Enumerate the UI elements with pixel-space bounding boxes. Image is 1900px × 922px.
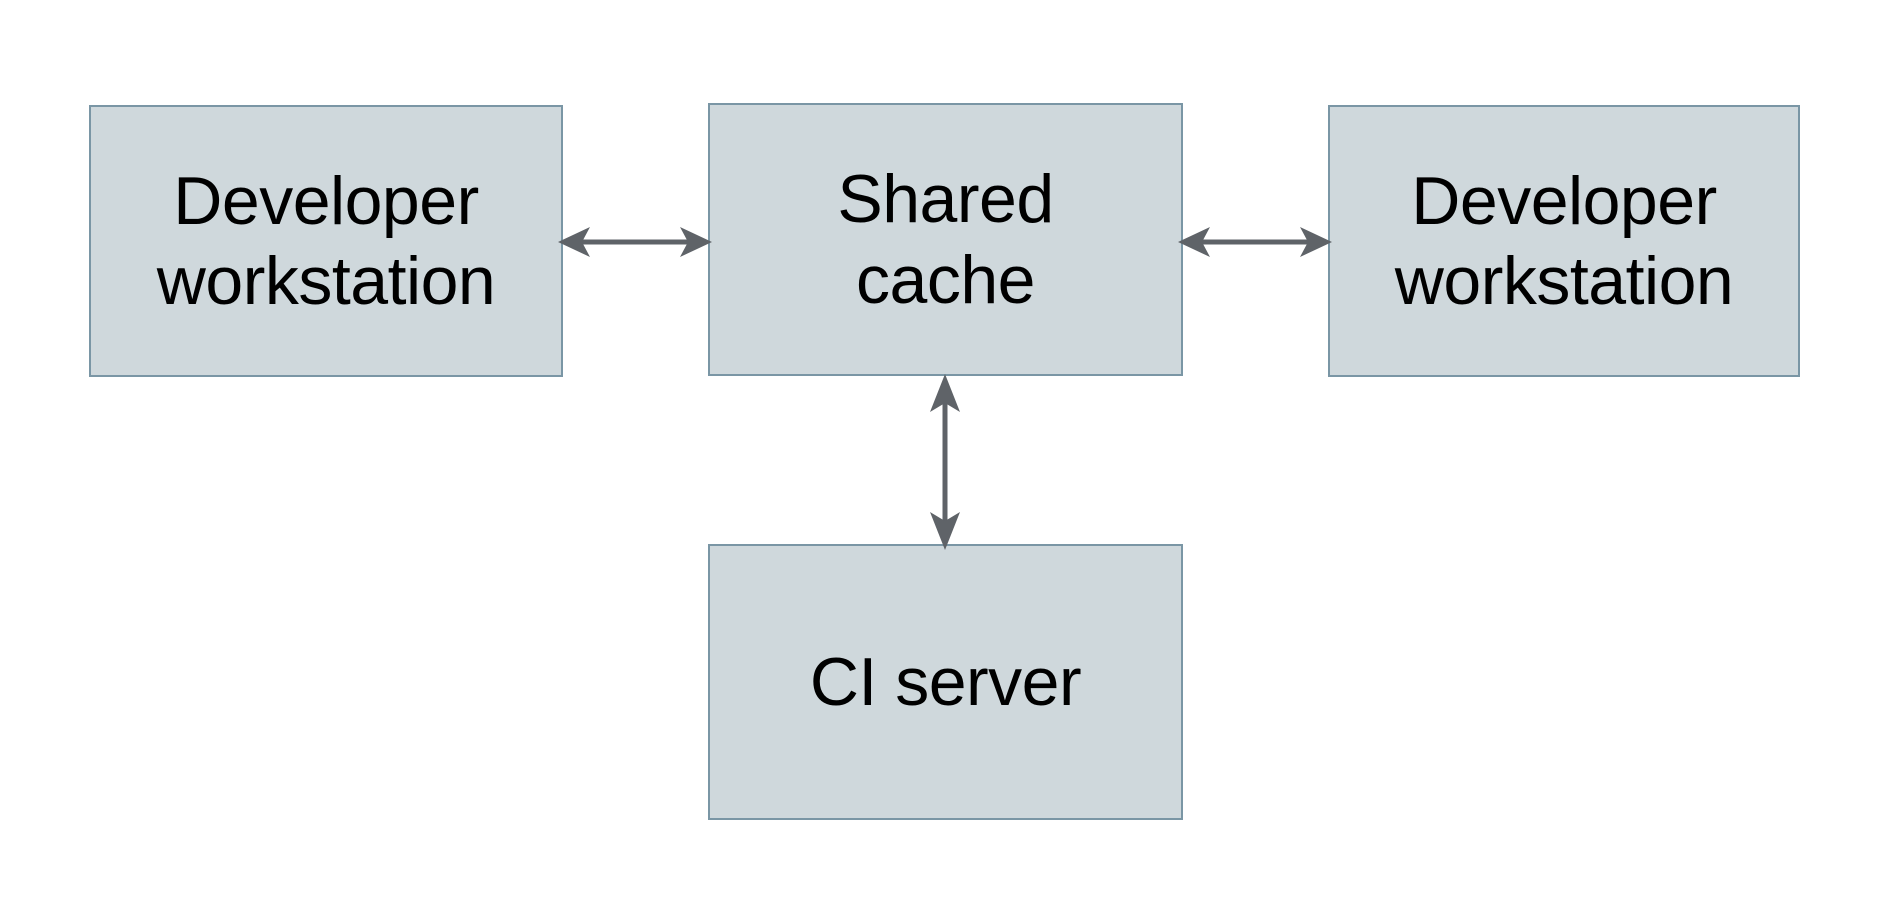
- double-arrow-vertical-icon: [930, 374, 960, 550]
- node-label: CI server: [809, 643, 1082, 720]
- node-label: Developer workstation: [1394, 162, 1734, 319]
- edge-ci-server-to-shared-cache: [916, 372, 974, 552]
- double-arrow-horizontal-icon: [558, 227, 712, 257]
- node-ci-server[interactable]: CI server: [708, 544, 1183, 820]
- node-shared-cache[interactable]: Shared cache: [708, 103, 1183, 376]
- node-developer-workstation-left[interactable]: Developer workstation: [89, 105, 563, 377]
- double-arrow-horizontal-icon: [1178, 227, 1332, 257]
- edge-dev-left-to-shared-cache: [556, 215, 714, 269]
- node-developer-workstation-right[interactable]: Developer workstation: [1328, 105, 1800, 377]
- node-label: Shared cache: [837, 161, 1054, 318]
- edge-shared-cache-to-dev-right: [1176, 215, 1334, 269]
- node-label: Developer workstation: [156, 162, 496, 319]
